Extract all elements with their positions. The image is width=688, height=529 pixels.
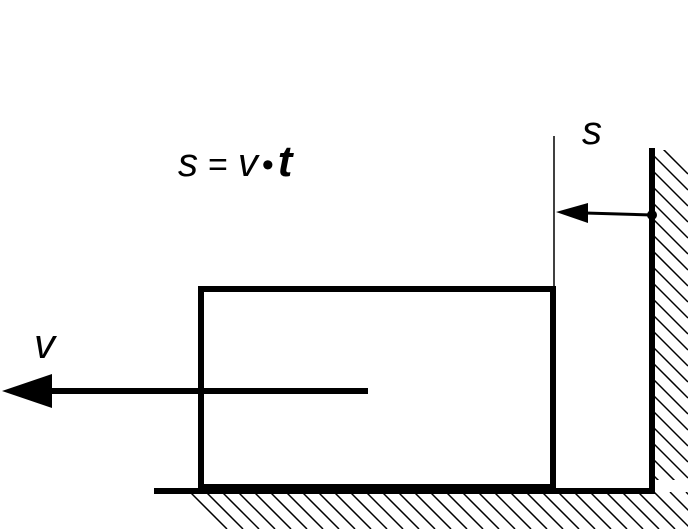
formula-multiply-dot: •	[262, 146, 274, 184]
floor-hatch-line	[397, 492, 436, 529]
wall-hatch-line	[654, 299, 688, 335]
floor-hatch-line	[653, 492, 688, 528]
wall-hatch-line	[654, 203, 688, 239]
floor-hatch-line	[541, 492, 580, 529]
wall-hatch-line	[654, 171, 688, 207]
floor-hatch-line	[445, 492, 484, 529]
floor-hatch-line	[237, 492, 276, 529]
distance-label: s	[582, 109, 602, 153]
floor-hatch-line	[429, 492, 468, 529]
floor-hatch-line	[605, 492, 644, 529]
wall-hatch-line	[654, 283, 688, 319]
floor-hatch-line	[365, 492, 404, 529]
formula-t: t	[278, 137, 295, 186]
floor-hatch-line	[269, 492, 308, 529]
formula-v: v	[238, 141, 260, 185]
wall-hatch-line	[654, 267, 688, 303]
wall-hatch-line	[654, 251, 688, 287]
wall-hatch-line	[654, 379, 688, 415]
floor-hatch-line	[477, 492, 516, 529]
distance-arrow-head	[556, 203, 588, 223]
wall-hatching	[654, 150, 688, 480]
formula-equals: =	[208, 146, 228, 184]
wall-hatch-line	[654, 219, 688, 255]
wall-hatch-line	[654, 315, 688, 351]
wall-hatch-line	[654, 235, 688, 271]
wall-hatch-line	[654, 395, 688, 431]
floor-hatch-line	[349, 492, 388, 529]
wall-hatch-line	[654, 347, 688, 383]
floor-hatch-line	[333, 492, 372, 529]
velocity-label: v	[34, 320, 58, 367]
wall-hatch-line	[654, 363, 688, 399]
floor-hatch-line	[557, 492, 596, 529]
floor-hatch-line	[573, 492, 612, 529]
wall-hatch-line	[654, 155, 688, 191]
wall-hatch-line	[654, 459, 676, 480]
floor-hatch-line	[317, 492, 356, 529]
distance-arrow-shaft	[584, 211, 653, 217]
wall-hatch-line	[654, 331, 688, 367]
wall-hatch-line	[654, 187, 688, 223]
floor-hatch-line	[301, 492, 340, 529]
floor-hatch-line	[381, 492, 420, 529]
floor-hatching	[189, 492, 688, 529]
floor-hatch-line	[205, 492, 244, 529]
velocity-arrow-head	[2, 374, 52, 408]
floor-hatch-line	[637, 492, 676, 529]
floor-hatch-line	[509, 492, 548, 529]
floor-hatch-line	[285, 492, 324, 529]
floor-hatch-line	[589, 492, 628, 529]
floor-hatch-line	[669, 492, 688, 512]
floor-hatch-line	[413, 492, 452, 529]
floor-hatch-line	[525, 492, 564, 529]
floor-hatch-line	[493, 492, 532, 529]
formula-s: s	[178, 141, 198, 185]
wall-hatch-line	[654, 427, 688, 463]
wall-hatch-line	[654, 443, 688, 479]
wall-hatch-line	[654, 411, 688, 447]
wall-hatch-line	[662, 150, 688, 175]
floor-hatch-line	[621, 492, 660, 529]
formula-equation: s = v•t	[178, 137, 295, 186]
floor-hatch-line	[461, 492, 500, 529]
floor-hatch-line	[253, 492, 292, 529]
floor-hatch-line	[221, 492, 260, 529]
floor-hatch-line	[189, 492, 228, 529]
